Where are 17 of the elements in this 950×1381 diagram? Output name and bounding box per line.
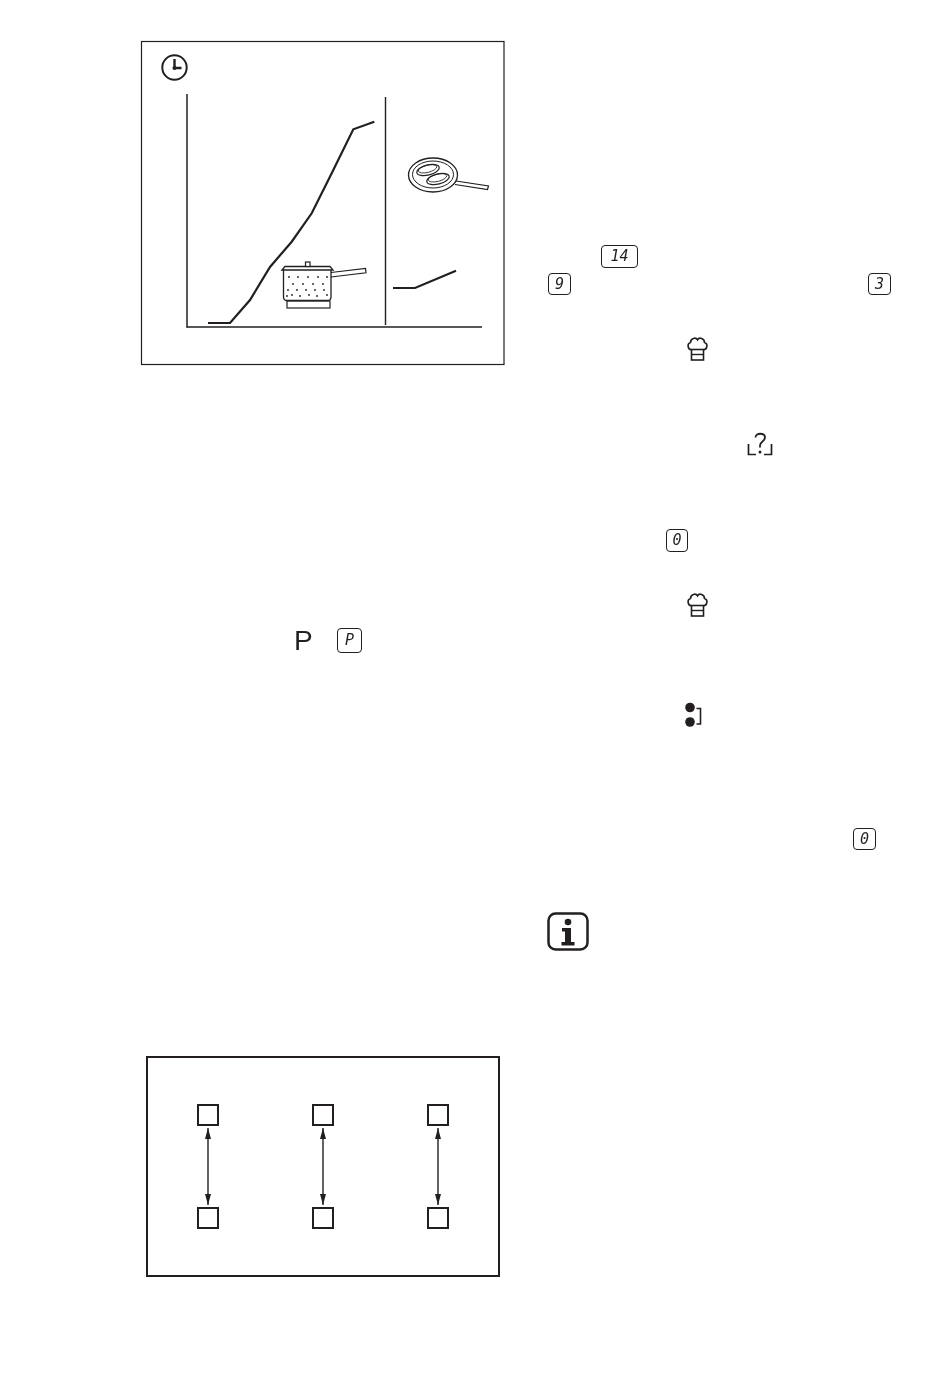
display-symbol: 3 xyxy=(868,273,891,295)
double-arrow xyxy=(435,1127,441,1206)
frame-panel xyxy=(146,1056,500,1277)
display-symbol: 0 xyxy=(853,828,876,850)
double-arrow xyxy=(205,1127,211,1206)
display-symbol: P xyxy=(337,628,362,653)
square-symbol xyxy=(427,1207,449,1229)
display-symbol: 0 xyxy=(666,529,688,552)
square-symbol xyxy=(427,1104,449,1126)
square-symbol xyxy=(312,1207,334,1229)
double-arrow xyxy=(320,1127,326,1206)
display-symbol: 14 xyxy=(601,245,638,268)
square-symbol xyxy=(197,1207,219,1229)
display-symbol: 9 xyxy=(548,273,571,295)
letter-symbol: P xyxy=(294,627,313,655)
square-symbol xyxy=(197,1104,219,1126)
square-symbol xyxy=(312,1104,334,1126)
